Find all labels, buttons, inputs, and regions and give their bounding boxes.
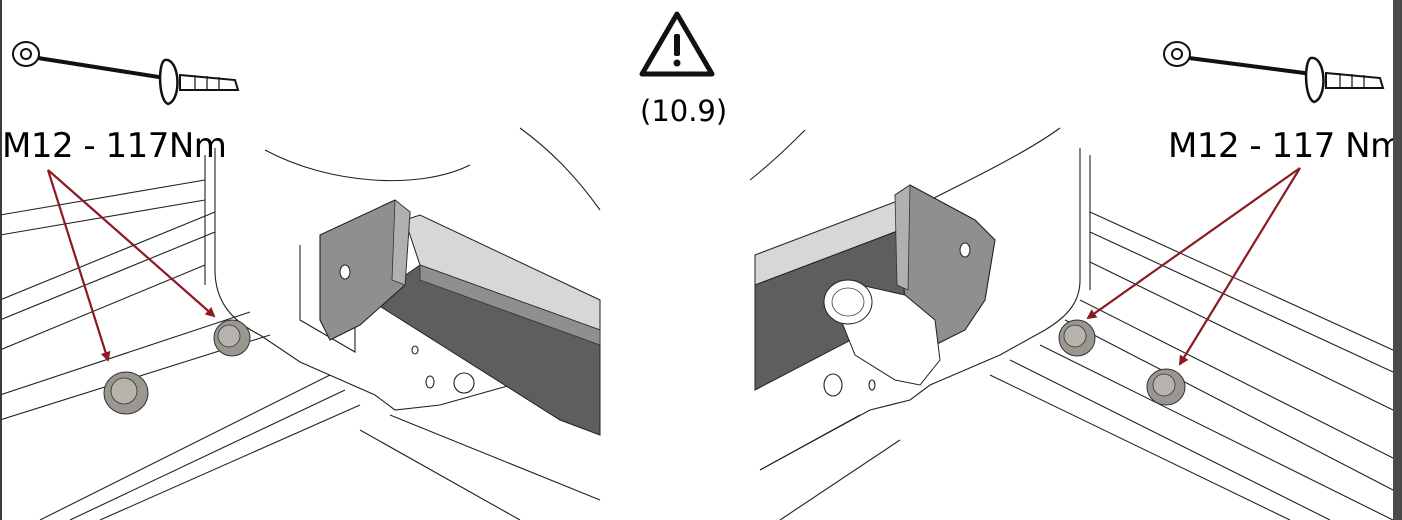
page-border-right	[1393, 0, 1402, 520]
left-bolts	[103, 319, 251, 415]
left-bracket	[319, 199, 601, 436]
right-bolts	[1058, 319, 1186, 406]
torque-wrench-icon-left	[12, 41, 240, 106]
torque-wrench-icon-right	[1163, 41, 1385, 104]
page-border-left	[0, 0, 2, 520]
right-view	[749, 127, 1394, 520]
right-torque-label: M12 - 117 Nm	[1168, 126, 1402, 166]
right-bracket	[754, 184, 996, 391]
left-arrows	[46, 169, 216, 362]
bolt-grade-label: (10.9)	[640, 94, 728, 128]
left-torque-label: M12 - 117Nm	[2, 126, 227, 166]
right-arrows	[1086, 167, 1301, 366]
warning-triangle-icon	[639, 11, 715, 77]
